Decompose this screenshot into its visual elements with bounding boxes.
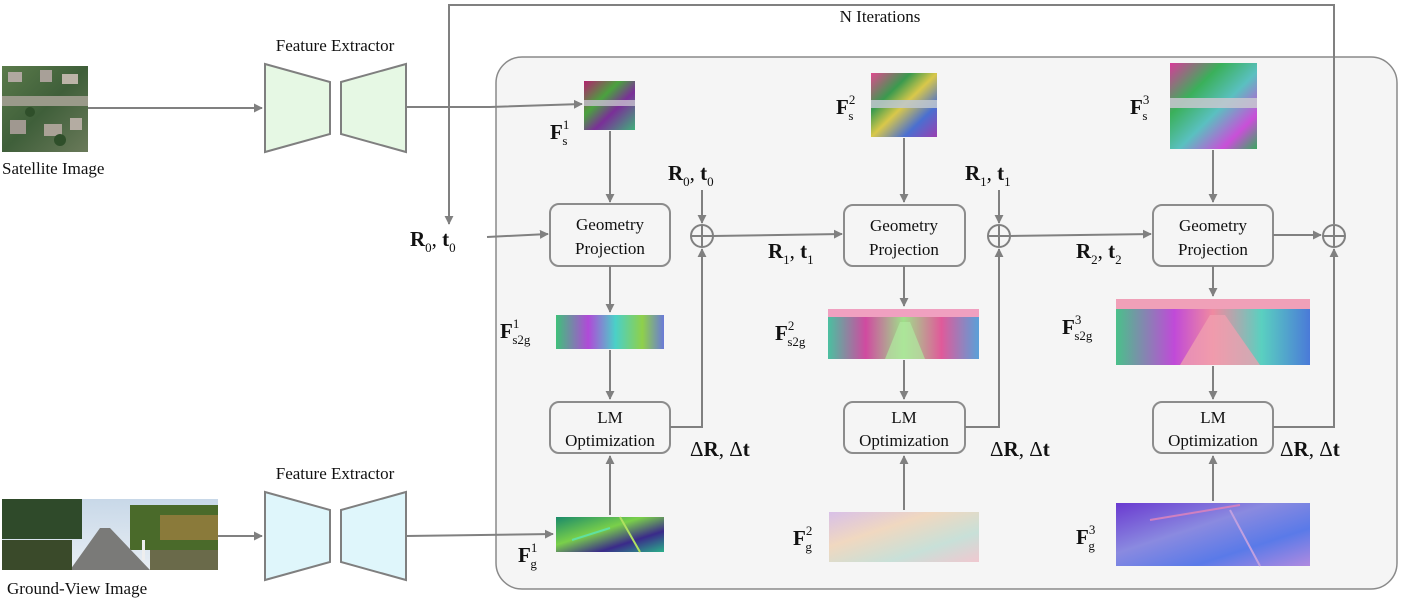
plus-node-3 [1322,224,1346,248]
lm-optimization-2: LM Optimization [843,401,966,454]
svg-text:Optimization: Optimization [1168,431,1258,450]
n-iterations-label: N Iterations [840,7,921,26]
svg-text:Projection: Projection [1178,240,1248,259]
feature-map-fg2 [829,512,979,562]
arrow-lm-3-to-plus-3 [1273,248,1339,428]
feature-extractor-satellite [264,62,407,154]
feature-map-fs3 [1170,63,1257,149]
satellite-image [2,66,88,152]
arrow-plus-1-to-geometry-2 [712,229,843,239]
svg-text:LM: LM [1200,408,1226,427]
geometry-projection-2: Geometry Projection [843,204,966,267]
arrow-lm-1-to-plus-1 [670,248,707,428]
feature-map-fg3 [1116,503,1310,567]
feature-map-fs2g2 [828,309,979,359]
arrow-r0t0-to-geometry-1 [486,229,549,239]
svg-text:LM: LM [597,408,623,427]
feature-map-fg1 [556,516,664,553]
plus-node-2 [987,224,1011,248]
lm-optimization-1: LM Optimization [549,401,671,454]
r0-t0-label: R0, t0 [668,161,714,189]
iteration-loop-arrow [444,4,1335,225]
arrow-extractor-to-fg1 [405,529,554,539]
feature-map-fs2g1 [556,315,664,349]
svg-text:Projection: Projection [869,240,939,259]
geometry-projection-3: Geometry Projection [1152,204,1274,267]
svg-text:LM: LM [891,408,917,427]
feature-map-fs1 [584,81,635,130]
arrow-extractor-to-fs1 [406,99,583,109]
svg-text:Geometry: Geometry [1179,216,1247,235]
r2-t2-label: R2, t2 [1076,239,1122,267]
feature-extractor-ground-label: Feature Extractor [276,464,395,483]
feature-extractor-ground [264,490,407,582]
feature-extractor-satellite-label: Feature Extractor [276,36,395,55]
svg-text:Geometry: Geometry [576,215,644,234]
arrow-plus-2-to-geometry-3 [1009,229,1152,239]
satellite-image-label: Satellite Image [2,159,104,178]
svg-text:Projection: Projection [575,239,645,258]
geometry-projection-1: Geometry Projection [549,203,671,267]
plus-node-1 [690,224,714,248]
delta-label-3: ΔR, Δt [1280,437,1340,461]
feature-map-fs2 [871,73,937,137]
r0-t0-input-label: R0, t0 [410,227,456,255]
delta-label-2: ΔR, Δt [990,437,1050,461]
lm-optimization-3: LM Optimization [1152,401,1274,454]
ground-view-image [2,499,218,570]
ground-view-image-label: Ground-View Image [7,579,147,598]
arrow-lm-2-to-plus-2 [965,248,1004,428]
r1-t1-label-b: R1, t1 [965,161,1011,189]
delta-label-1: ΔR, Δt [690,437,750,461]
svg-text:Optimization: Optimization [859,431,949,450]
svg-text:Geometry: Geometry [870,216,938,235]
feature-map-fs2g3 [1116,299,1310,365]
r1-t1-label-a: R1, t1 [768,239,814,267]
svg-text:Optimization: Optimization [565,431,655,450]
